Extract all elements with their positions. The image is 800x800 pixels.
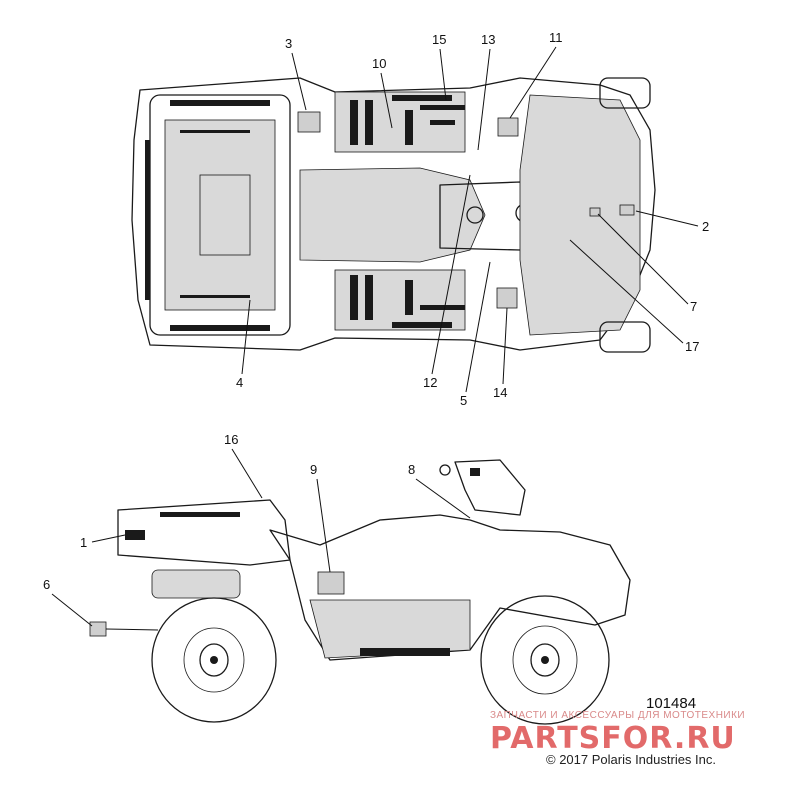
rear-rack-platform (164, 119, 276, 311)
front-wheel (480, 595, 610, 725)
callout-14: 14 (493, 385, 507, 400)
watermark-logo: PARTSFOR.RU (490, 721, 736, 756)
decal-6 (89, 621, 107, 637)
callout-7: 7 (690, 299, 697, 314)
rear-wheel (151, 597, 277, 723)
callout-6: 6 (43, 577, 50, 592)
callout-2: 2 (702, 219, 709, 234)
copyright-notice: © 2017 Polaris Industries Inc. (546, 752, 716, 767)
decal-2 (619, 204, 635, 216)
callout-10: 10 (372, 56, 386, 71)
decal-9 (317, 571, 345, 595)
rear-rack-slots (145, 100, 270, 331)
handlebar-pod (454, 459, 526, 516)
atv-side-view (89, 459, 631, 725)
callout-12: 12 (423, 375, 437, 390)
callout-17: 17 (685, 339, 699, 354)
callout-8: 8 (408, 462, 415, 477)
seat (299, 167, 486, 263)
top-view-callouts: 3 10 15 13 11 2 7 17 14 5 12 4 (236, 30, 709, 408)
watermark-tagline: ЗАПЧАСТИ И АКСЕССУАРЫ ДЛЯ МОТОТЕХНИКИ (490, 710, 745, 721)
callout-11: 11 (549, 30, 563, 45)
decal-7 (589, 207, 601, 217)
callout-16: 16 (224, 432, 238, 447)
callout-5: 5 (460, 393, 467, 408)
callout-15: 15 (432, 32, 446, 47)
callout-1: 1 (80, 535, 87, 550)
decal-14 (496, 287, 518, 309)
callout-3: 3 (285, 36, 292, 51)
callout-4: 4 (236, 375, 243, 390)
callout-13: 13 (481, 32, 495, 47)
lower-footwell (334, 269, 466, 331)
upper-footwell (334, 91, 466, 153)
atv-top-view (131, 77, 656, 353)
muffler (151, 569, 241, 599)
side-view-callouts: 16 9 8 1 6 (43, 432, 471, 631)
side-footrest (309, 599, 471, 659)
decal-3 (297, 111, 321, 133)
front-rack (519, 94, 641, 336)
decal-11 (497, 117, 519, 137)
callout-9: 9 (310, 462, 317, 477)
figure-number: 101484 (646, 695, 696, 712)
